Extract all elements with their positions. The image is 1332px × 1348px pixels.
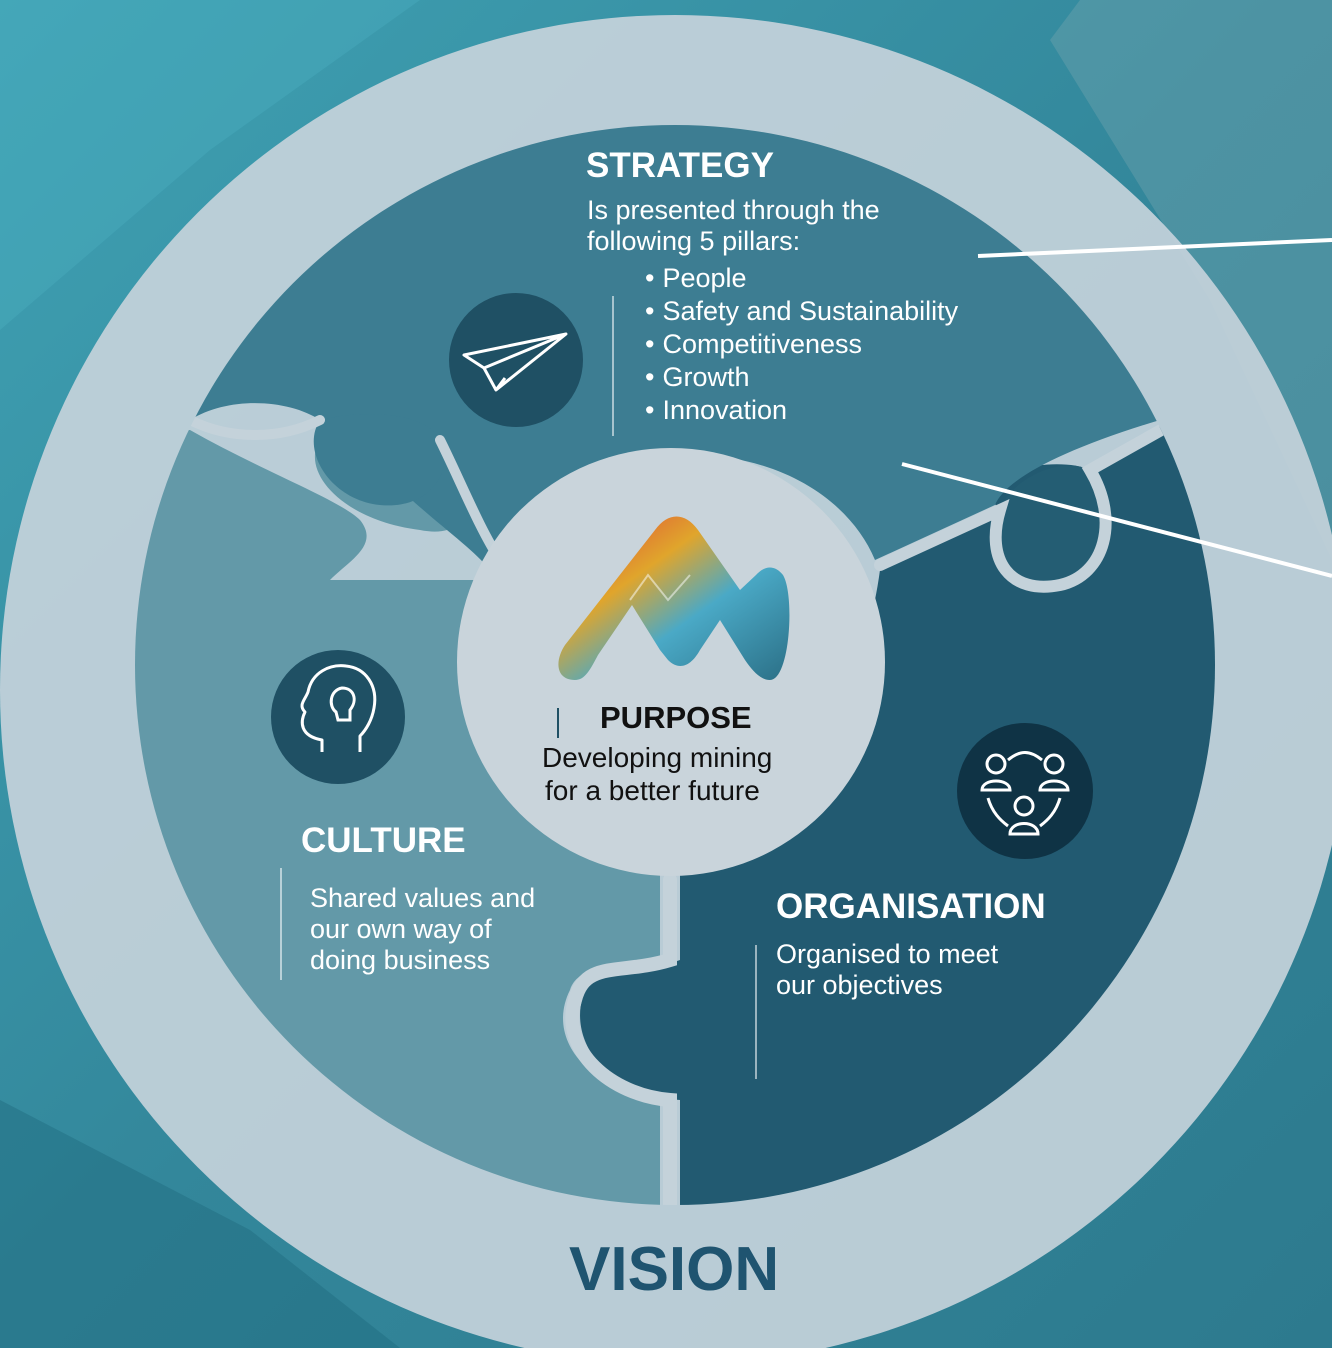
background-mountain-shape	[0, 0, 420, 330]
strategy-organisation-seam	[874, 419, 1176, 593]
vision-title: VISION	[569, 1235, 780, 1304]
culture-title: CULTURE	[301, 821, 466, 860]
background-rock-shadow	[0, 1100, 400, 1348]
culture-line2: our own way of	[310, 914, 492, 944]
culture-divider	[280, 868, 282, 980]
purpose-title: PURPOSE	[600, 700, 752, 735]
purpose-divider	[557, 708, 559, 738]
pillar-item: Innovation	[645, 394, 958, 427]
strategy-knob	[313, 414, 445, 506]
team-network-icon	[957, 723, 1093, 859]
organisation-line2: our objectives	[776, 970, 943, 1000]
strategy-divider	[612, 296, 614, 436]
pillar-item: People	[645, 262, 958, 295]
paper-plane-icon	[449, 293, 583, 427]
culture-organisation-seam	[565, 873, 677, 1205]
organisation-line1: Organised to meet	[776, 939, 999, 969]
mountain-logo	[558, 516, 790, 680]
strategy-intro-line2: following 5 pillars:	[587, 226, 801, 256]
culture-line3: doing business	[310, 945, 491, 975]
pillar-item: Competitiveness	[645, 328, 958, 361]
callout-line-bottom	[901, 462, 1332, 578]
organisation-piece	[580, 420, 1215, 1205]
background-mine-terraces	[1050, 0, 1332, 560]
organisation-divider	[755, 945, 757, 1079]
pillar-item: Growth	[645, 361, 958, 394]
purpose-line2: for a better future	[545, 775, 760, 806]
purpose-line1: Developing mining	[542, 742, 773, 773]
strategy-pillars-list: People Safety and Sustainability Competi…	[645, 262, 958, 427]
head-lightbulb-icon	[271, 650, 405, 784]
callout-line-top	[977, 238, 1332, 258]
pillar-item: Safety and Sustainability	[645, 295, 958, 328]
organisation-title: ORGANISATION	[776, 887, 1046, 926]
strategy-title: STRATEGY	[586, 146, 774, 185]
strategy-intro-line1: Is presented through the	[587, 195, 880, 225]
culture-line1: Shared values and	[310, 883, 536, 913]
